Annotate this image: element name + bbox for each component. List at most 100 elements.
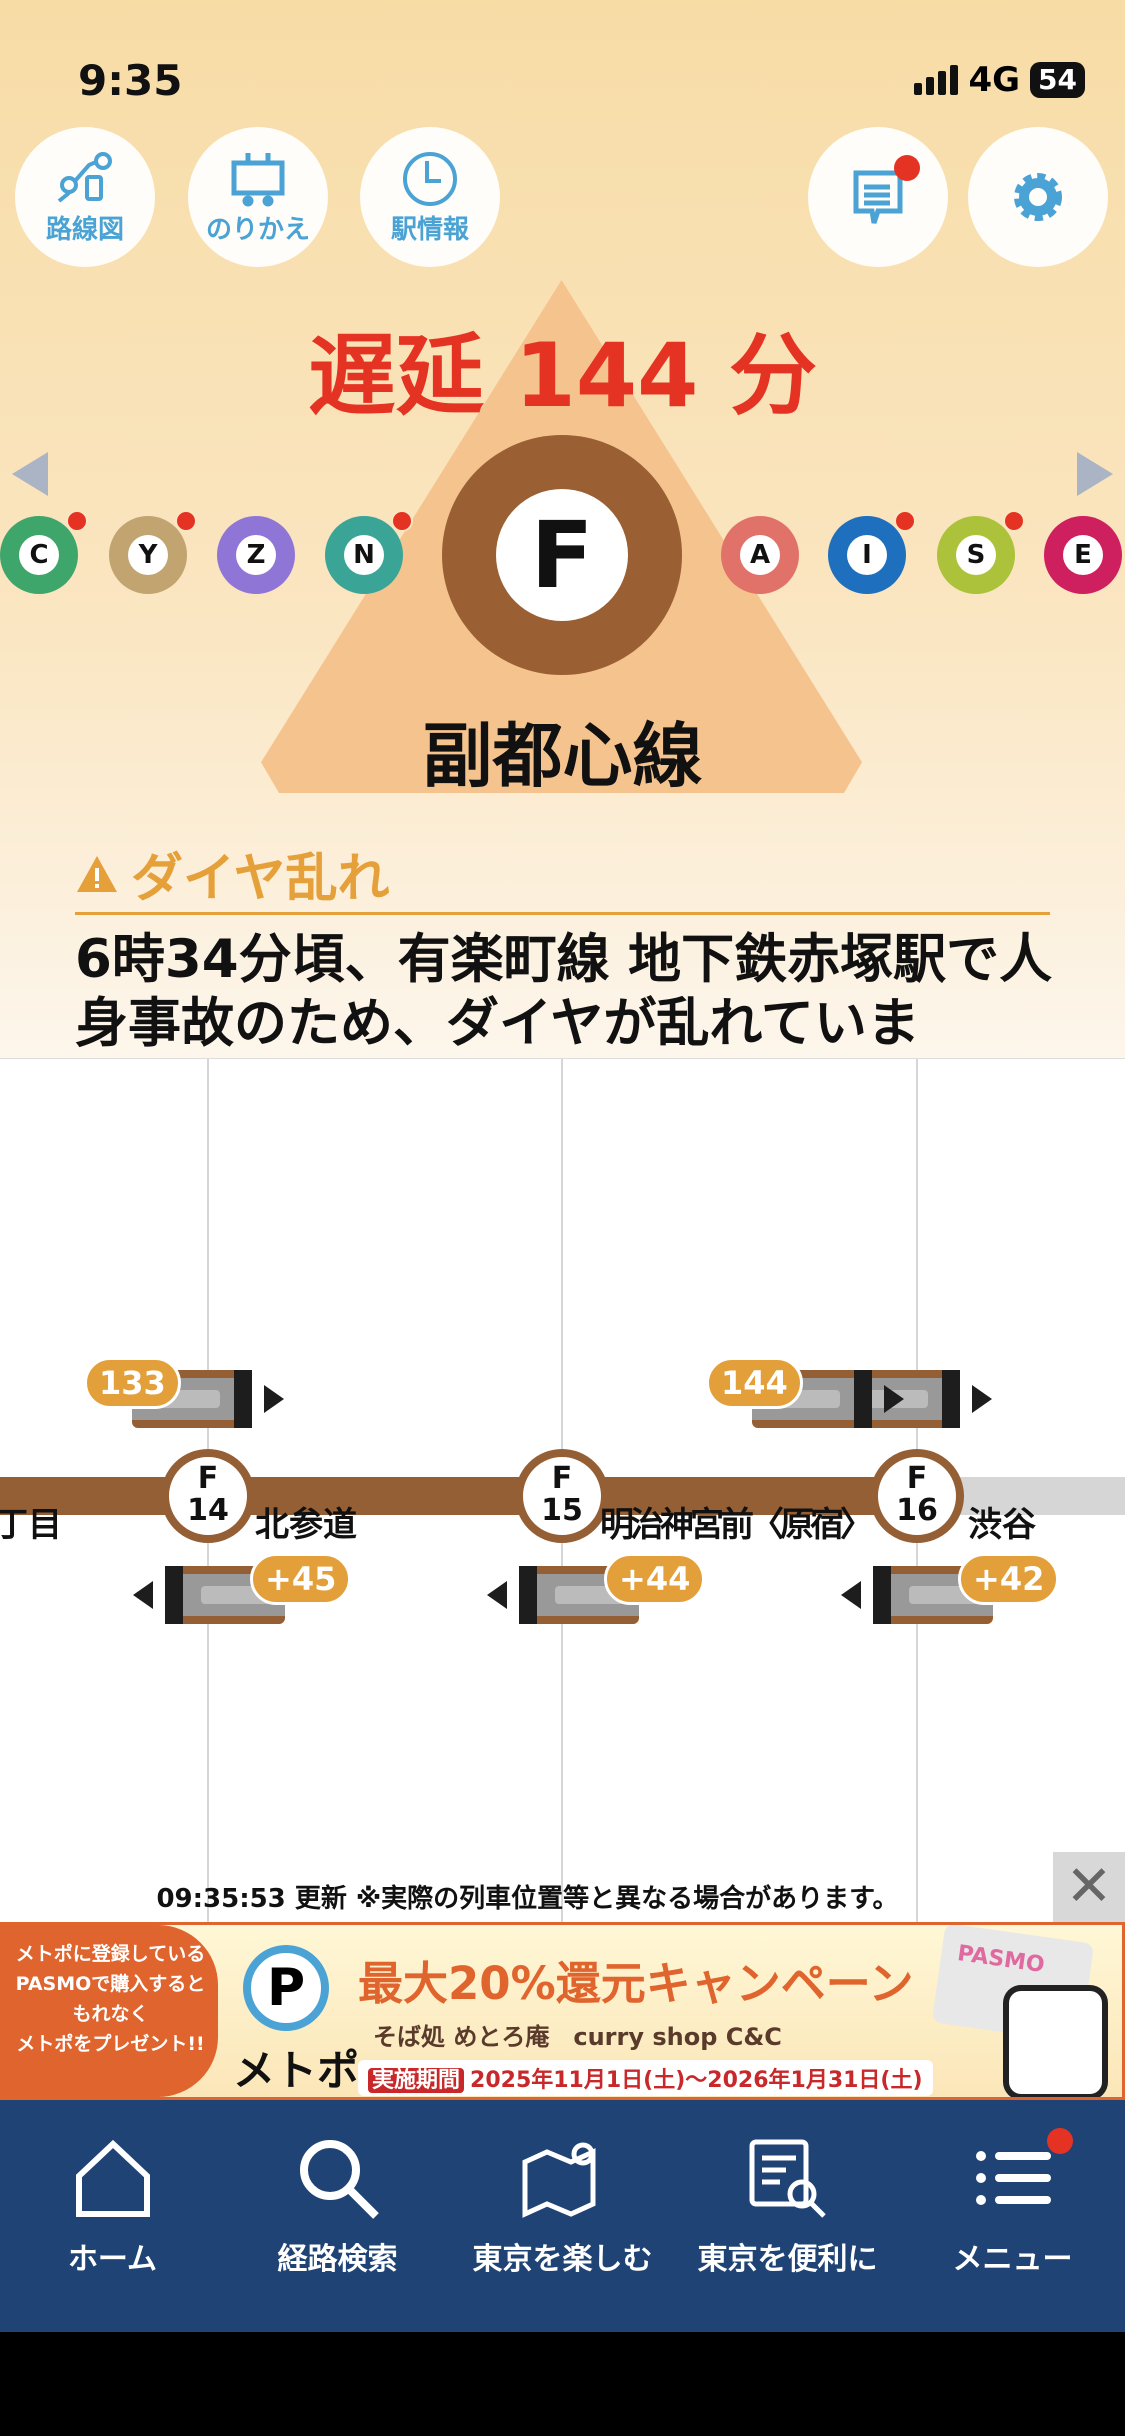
divider	[75, 912, 1050, 915]
station-number: 14	[187, 1493, 229, 1528]
nav-home[interactable]: ホーム	[0, 2100, 225, 2332]
banner-line: メトポをプレゼント!!	[16, 2033, 205, 2055]
station-name-partial: 丁目	[0, 1505, 62, 1545]
phone-image	[1003, 1985, 1108, 2097]
line-button-I[interactable]: I	[828, 510, 916, 594]
station-code: F	[906, 1461, 928, 1496]
line-name: 副都心線	[422, 715, 703, 797]
next-line-arrow-icon[interactable]	[1077, 452, 1113, 496]
nav-enjoy-tokyo[interactable]: 東京を楽しむ	[450, 2100, 675, 2332]
line-button-E[interactable]: E	[1044, 516, 1122, 594]
warning-icon	[77, 855, 117, 892]
metopo-logo: メトポ	[233, 2046, 360, 2095]
station-code: F	[551, 1461, 573, 1496]
alert-dot	[894, 510, 916, 532]
line-letter: Y	[128, 535, 168, 575]
route-map-label: 路線図	[45, 214, 124, 245]
signal-icon	[914, 65, 959, 95]
station-info-button[interactable]: 駅情報	[360, 127, 500, 267]
station-name: 明治神宮前〈原宿〉	[600, 1505, 874, 1545]
line-track	[0, 1477, 917, 1515]
alert-dot	[391, 510, 413, 532]
battery-icon: 54	[1030, 62, 1085, 98]
station-name: 北参道	[255, 1505, 357, 1545]
line-letter: I	[847, 535, 887, 575]
line-button-N[interactable]: N	[325, 510, 413, 594]
nav-label: 東京を楽しむ	[472, 2242, 653, 2277]
current-line-badge: F	[442, 435, 682, 675]
metopo-pin-icon: P	[243, 1945, 329, 2031]
nav-menu[interactable]: メニュー	[900, 2100, 1125, 2332]
close-icon: ✕	[1065, 1854, 1113, 1919]
nav-route-search[interactable]: 経路検索	[225, 2100, 450, 2332]
status-icons: 4G 54	[914, 60, 1085, 100]
ad-banner[interactable]: メトポに登録している PASMOで購入すると もれなく メトポをプレゼント!! …	[0, 1922, 1125, 2100]
delay-badge: +44	[604, 1553, 706, 1605]
transfer-label: のりかえ	[205, 214, 310, 245]
delay-text: 遅延 144 分	[308, 324, 817, 427]
banner-line: もれなく	[72, 2003, 149, 2025]
station-name: 渋谷	[968, 1505, 1036, 1545]
delay-badge: 133	[84, 1357, 181, 1409]
nav-label: ホーム	[67, 2242, 158, 2277]
status-time: 9:35	[78, 56, 183, 105]
nav-convenient-tokyo[interactable]: 東京を便利に	[675, 2100, 900, 2332]
alert-dot	[175, 510, 197, 532]
period-dates: 2025年11月1日(土)〜2026年1月31日(土)	[470, 2068, 923, 2093]
banner-left-text: メトポに登録している PASMOで購入すると もれなく メトポをプレゼント!!	[3, 1925, 218, 2097]
notification-dot	[1047, 2128, 1073, 2154]
line-letter: A	[740, 535, 780, 575]
prev-line-arrow-icon[interactable]	[12, 452, 48, 496]
alert-dot	[1003, 510, 1025, 532]
route-map-icon	[57, 151, 112, 203]
line-letter: E	[1063, 535, 1103, 575]
settings-button[interactable]	[968, 127, 1108, 267]
alert-message: 6時34分頃、有楽町線 地下鉄赤塚駅で人身事故のため、ダイヤが乱れていま	[75, 929, 1053, 1054]
banner-headline: 最大20%還元キャンペーン	[358, 1957, 914, 2010]
line-letter: S	[956, 535, 996, 575]
line-button-Z[interactable]: Z	[217, 516, 295, 594]
network-label: 4G	[968, 60, 1021, 100]
home-icon	[75, 2139, 150, 2217]
banner-line: メトポに登録している	[15, 1943, 206, 1965]
route-map-button[interactable]: 路線図	[15, 127, 155, 267]
station-info-label: 駅情報	[390, 214, 469, 245]
line-button-Y[interactable]: Y	[109, 510, 197, 594]
transfer-button[interactable]: のりかえ	[188, 127, 328, 267]
search-icon	[299, 2140, 379, 2219]
messages-button[interactable]	[808, 127, 948, 267]
line-button-A[interactable]: A	[721, 516, 799, 594]
menu-icon	[975, 2151, 1051, 2205]
delay-badge: +45	[250, 1553, 352, 1605]
transfer-train-icon	[231, 152, 285, 206]
map-icon	[522, 2142, 595, 2218]
gear-icon	[1014, 173, 1062, 221]
line-letter: Z	[236, 535, 276, 575]
close-ad-button[interactable]: ✕	[1053, 1852, 1125, 1922]
alert-dot	[66, 510, 88, 532]
bottom-nav: ホーム 経路検索 東京を楽しむ 東京を便利に メニュー	[0, 2100, 1125, 2332]
station-code: F	[197, 1461, 219, 1496]
alert-title: ダイヤ乱れ	[75, 836, 389, 911]
document-search-icon	[749, 2139, 826, 2218]
line-letter: N	[344, 535, 384, 575]
line-button-S[interactable]: S	[937, 510, 1025, 594]
delay-badge: +42	[958, 1553, 1060, 1605]
delay-badge: 144	[706, 1357, 803, 1409]
clock-icon	[403, 151, 457, 206]
banner-line: PASMOで購入すると	[15, 1973, 206, 1995]
current-line-letter: F	[496, 489, 628, 621]
update-notice: 09:35:53 更新 ※実際の列車位置等と異なる場合があります。	[156, 1884, 899, 1914]
nav-label: 経路検索	[277, 2242, 398, 2277]
station-number: 16	[896, 1493, 938, 1528]
line-letter: C	[19, 535, 59, 575]
period-label: 実施期間	[368, 2068, 465, 2093]
line-button-C[interactable]: C	[0, 510, 88, 594]
alert-title-text: ダイヤ乱れ	[131, 849, 390, 909]
nav-label: メニュー	[952, 2242, 1073, 2277]
